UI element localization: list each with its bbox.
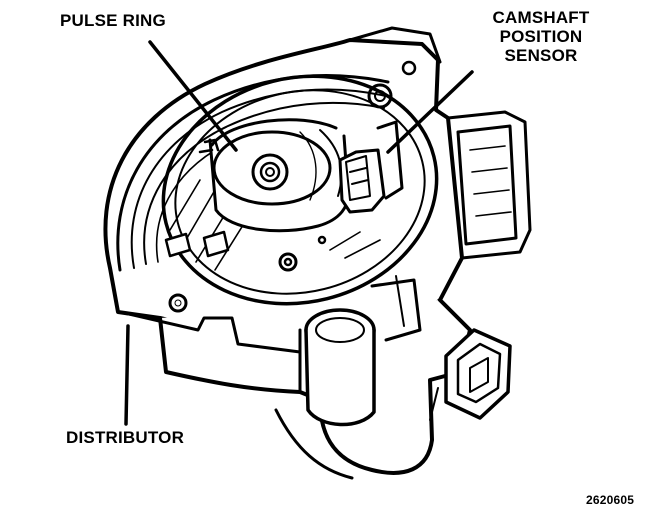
camshaft-position-sensor-label: CAMSHAFT POSITION SENSOR bbox=[466, 8, 616, 65]
figure-number: 2620605 bbox=[586, 493, 635, 507]
pulse-ring-label: PULSE RING bbox=[60, 11, 166, 30]
plate-terminals bbox=[164, 230, 327, 272]
camshaft-label-line1: CAMSHAFT bbox=[492, 8, 590, 27]
lower-housing bbox=[118, 275, 472, 480]
distributor-label: DISTRIBUTOR bbox=[66, 428, 185, 447]
camshaft-label-line2: POSITION bbox=[499, 27, 583, 46]
pulse-ring-leader bbox=[148, 40, 238, 152]
distributor-leader bbox=[124, 324, 130, 426]
front-connector bbox=[444, 328, 512, 420]
base-plate bbox=[169, 179, 381, 271]
camshaft-label-line3: SENSOR bbox=[504, 46, 578, 65]
camshaft-position-sensor bbox=[338, 120, 404, 214]
pulse-ring bbox=[198, 118, 350, 233]
sensor-leader bbox=[386, 70, 474, 154]
leader-lines bbox=[124, 40, 474, 426]
